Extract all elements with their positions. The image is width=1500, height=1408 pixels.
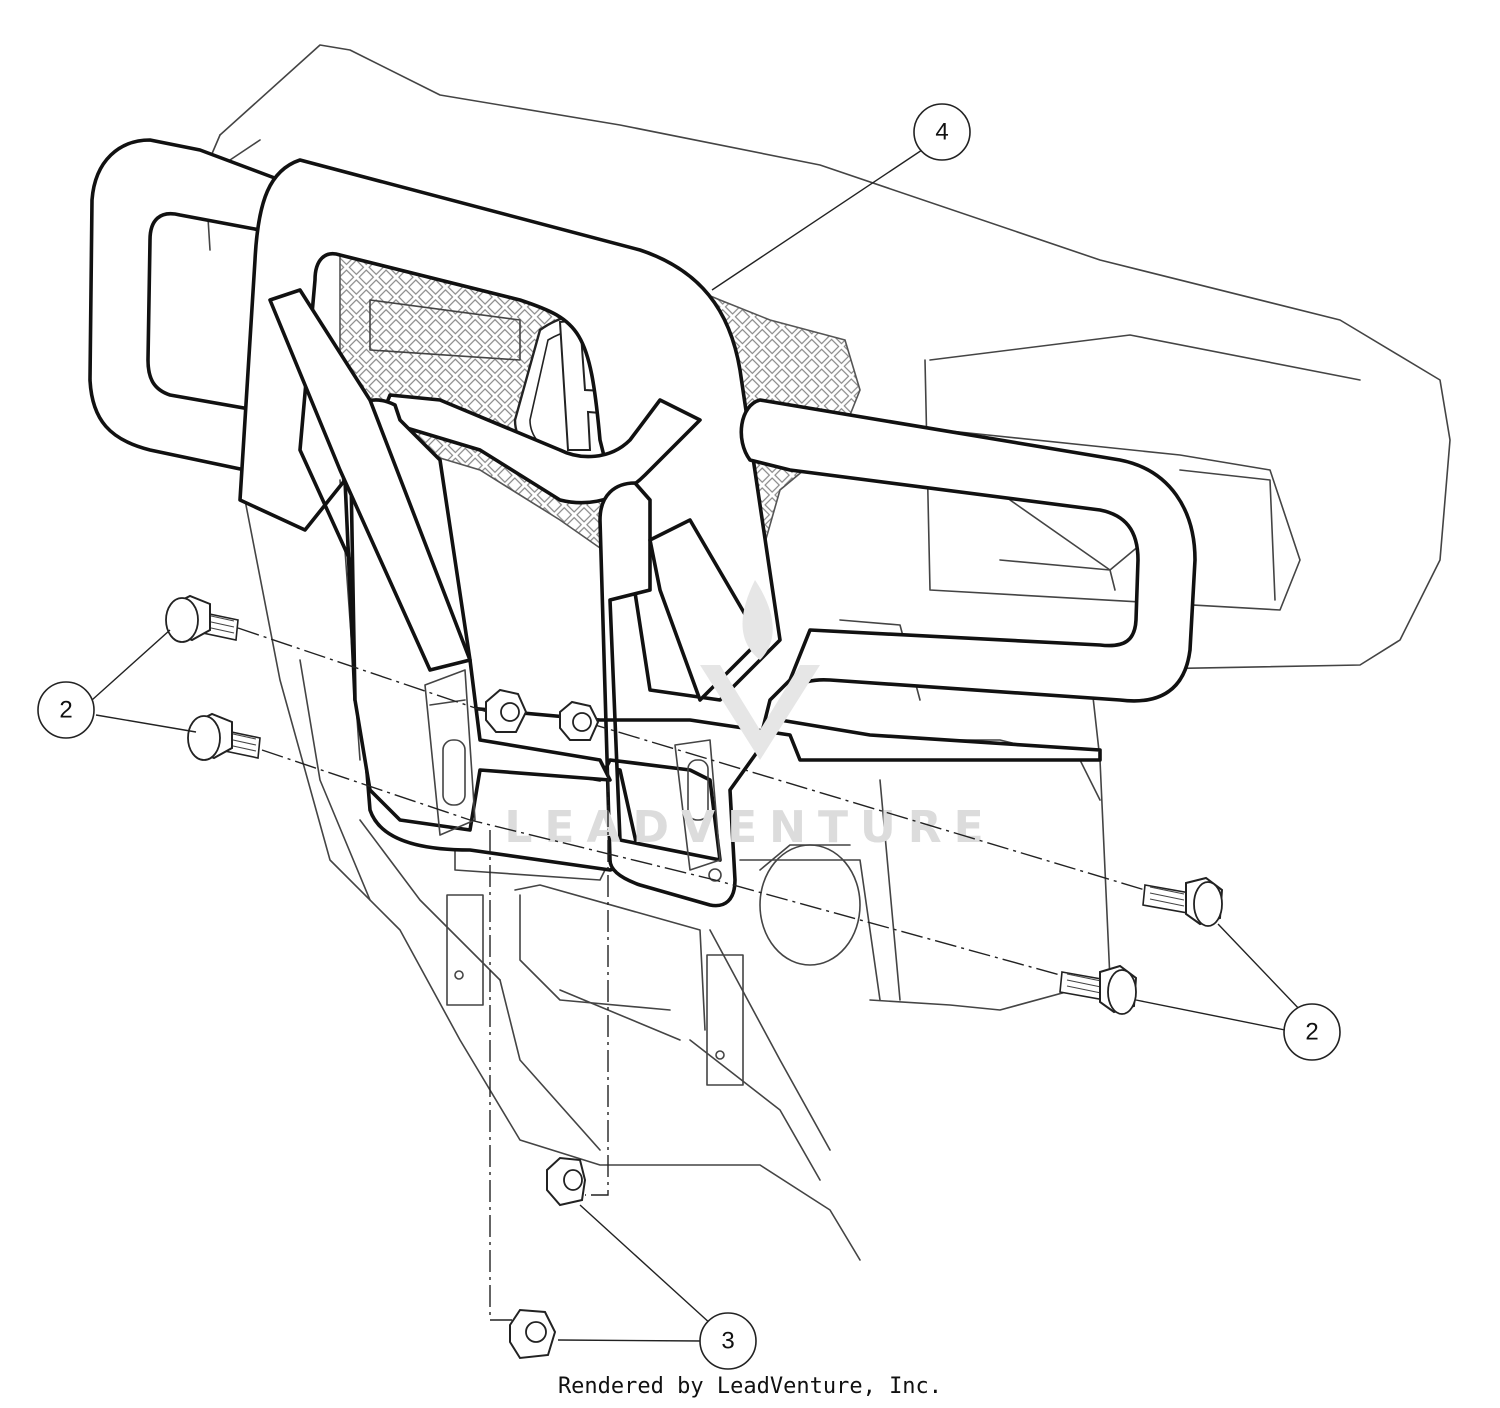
callout-2-right-label: 2 [1305, 1019, 1318, 1046]
callout-3: 3 [699, 1312, 757, 1370]
callout-3-label: 3 [721, 1328, 734, 1355]
leader-lines [91, 149, 1303, 1342]
watermark: LEADVENTURE [504, 580, 995, 853]
watermark-text: LEADVENTURE [504, 802, 995, 853]
callout-2-left-label: 2 [59, 697, 72, 724]
flange-bolt [187, 712, 261, 761]
flange-nut [559, 700, 600, 741]
flange-nut [509, 1308, 557, 1360]
flange-nut [546, 1156, 587, 1207]
flange-bolt [1059, 964, 1138, 1015]
mounting-brackets [424, 669, 722, 882]
flange-nut [485, 688, 528, 733]
callout-4-label: 4 [935, 119, 948, 146]
callout-4: 4 [913, 103, 971, 161]
callout-2-right: 2 [1283, 1003, 1341, 1061]
callout-2-left: 2 [37, 681, 95, 739]
footer-credit: Rendered by LeadVenture, Inc. [557, 1374, 943, 1399]
flange-bolt [1142, 876, 1224, 927]
alignment-lines [237, 627, 1146, 1321]
front-guard [88, 138, 1197, 908]
flange-bolt [165, 594, 239, 643]
